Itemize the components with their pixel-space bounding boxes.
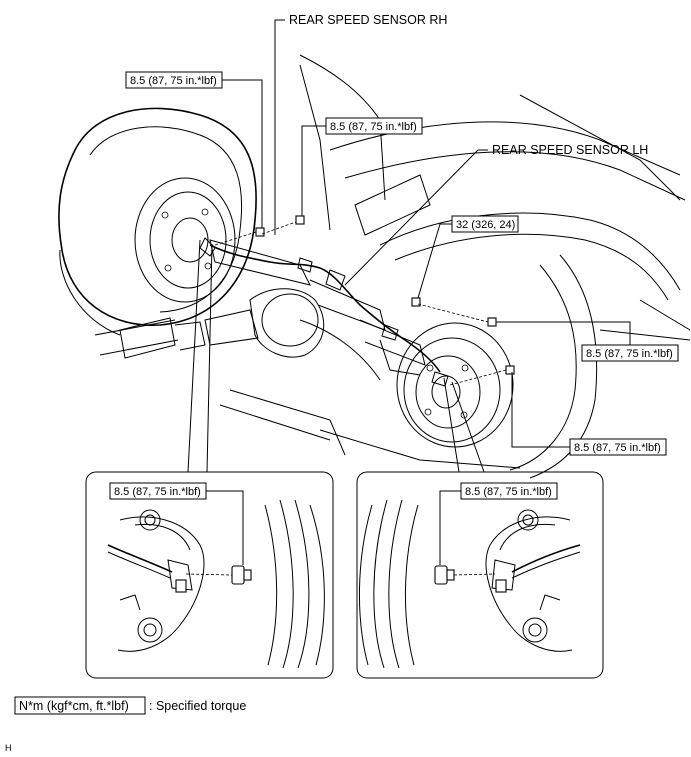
torque-lh-lower: 8.5 (87, 75 in.*lbf) — [574, 442, 661, 454]
inset-detail-right: 8.5 (87, 75 in.*lbf) — [356, 471, 604, 679]
torque-detail-left: 8.5 (87, 75 in.*lbf) — [114, 486, 201, 498]
legend-unit-box: N*m (kgf*cm, ft.*lbf) — [19, 699, 129, 713]
axle-housing-illustration — [94, 239, 426, 376]
sensor-harness-illustration — [199, 237, 449, 387]
inset-detail-left: 8.5 (87, 75 in.*lbf) — [85, 471, 334, 679]
rear-speed-sensor-lh-label: REAR SPEED SENSOR LH — [492, 143, 648, 157]
figure-code: H — [5, 743, 12, 753]
lh-drum-illustration — [396, 322, 514, 448]
legend: N*m (kgf*cm, ft.*lbf) : Specified torque — [14, 696, 246, 715]
torque-detail-right: 8.5 (87, 75 in.*lbf) — [465, 486, 552, 498]
callout-leaders — [187, 19, 631, 473]
torque-lh-upper: 8.5 (87, 75 in.*lbf) — [586, 348, 673, 360]
vehicle-body-illustration — [219, 54, 691, 479]
rh-wheel-illustration — [58, 107, 257, 336]
torque-rh-top: 8.5 (87, 75 in.*lbf) — [130, 75, 217, 87]
callout-labels: REAR SPEED SENSOR RH REAR SPEED SENSOR L… — [125, 13, 679, 456]
torque-rh-center: 8.5 (87, 75 in.*lbf) — [330, 121, 417, 133]
legend-description: : Specified torque — [149, 699, 246, 713]
main-view-bolts — [214, 215, 515, 386]
torque-axle: 32 (326, 24) — [456, 219, 515, 231]
rear-speed-sensor-rh-label: REAR SPEED SENSOR RH — [289, 13, 447, 27]
